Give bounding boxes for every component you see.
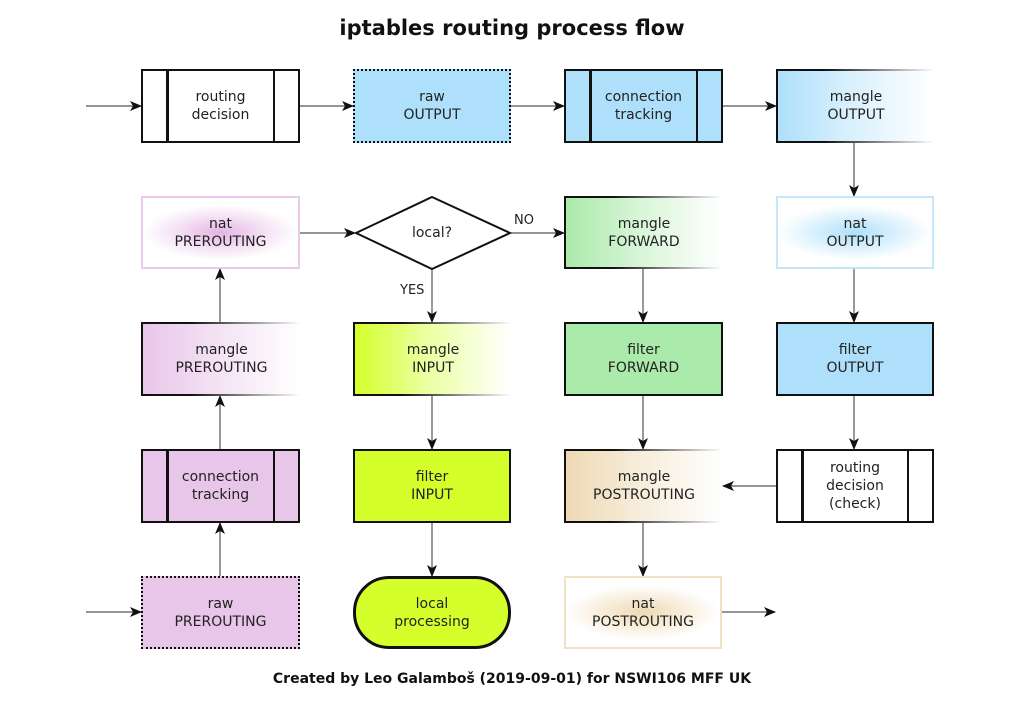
node-mangle-input: mangle INPUT (353, 322, 511, 396)
node-label: nat PREROUTING (174, 215, 267, 250)
node-label: filter FORWARD (607, 342, 680, 376)
local-decision-diamond (353, 195, 513, 271)
node-label: filter OUTPUT (826, 342, 884, 376)
node-raw-output: raw OUTPUT (353, 69, 511, 143)
node-filter-output: filter OUTPUT (776, 322, 934, 396)
node-label: mangle FORWARD (608, 215, 680, 250)
node-conntrack-prerouting: connection tracking (141, 449, 300, 523)
node-label: local processing (394, 595, 470, 630)
node-mangle-forward: mangle FORWARD (564, 196, 722, 269)
node-label: raw PREROUTING (174, 595, 267, 630)
node-label: nat POSTROUTING (592, 595, 694, 630)
node-mangle-output: mangle OUTPUT (776, 69, 934, 143)
credits-footer: Created by Leo Galamboš (2019-09-01) for… (272, 671, 752, 687)
node-local-decision: local? (372, 220, 492, 246)
node-label: mangle POSTROUTING (593, 469, 695, 503)
node-label: mangle OUTPUT (827, 89, 885, 123)
node-local-processing: local processing (353, 576, 511, 649)
node-routing-decision-check: routing decision (check) (776, 449, 934, 523)
node-label: nat OUTPUT (826, 215, 884, 250)
node-label: filter INPUT (411, 469, 453, 503)
node-filter-forward: filter FORWARD (564, 322, 723, 396)
node-nat-output: nat OUTPUT (776, 196, 934, 269)
node-conntrack-output: connection tracking (564, 69, 723, 143)
node-nat-prerouting: nat PREROUTING (141, 196, 300, 269)
node-nat-postrouting: nat POSTROUTING (564, 576, 722, 649)
node-label: routing decision (check) (826, 460, 884, 512)
node-label: connection tracking (604, 89, 683, 123)
node-mangle-postrouting: mangle POSTROUTING (564, 449, 722, 523)
node-raw-prerouting: raw PREROUTING (141, 576, 300, 649)
node-filter-input: filter INPUT (353, 449, 511, 523)
node-label: routing decision (191, 89, 250, 123)
node-label: mangle PREROUTING (175, 342, 268, 376)
edge-label-yes: YES (400, 283, 425, 298)
edge-label-no: NO (514, 213, 534, 228)
diagram-title: iptables routing process flow (339, 16, 685, 40)
node-label: raw OUTPUT (403, 89, 461, 123)
node-label: local? (411, 225, 453, 241)
node-label: connection tracking (181, 469, 260, 503)
node-mangle-prerouting: mangle PREROUTING (141, 322, 300, 396)
node-routing-decision: routing decision (141, 69, 300, 143)
node-label: mangle INPUT (406, 342, 460, 376)
